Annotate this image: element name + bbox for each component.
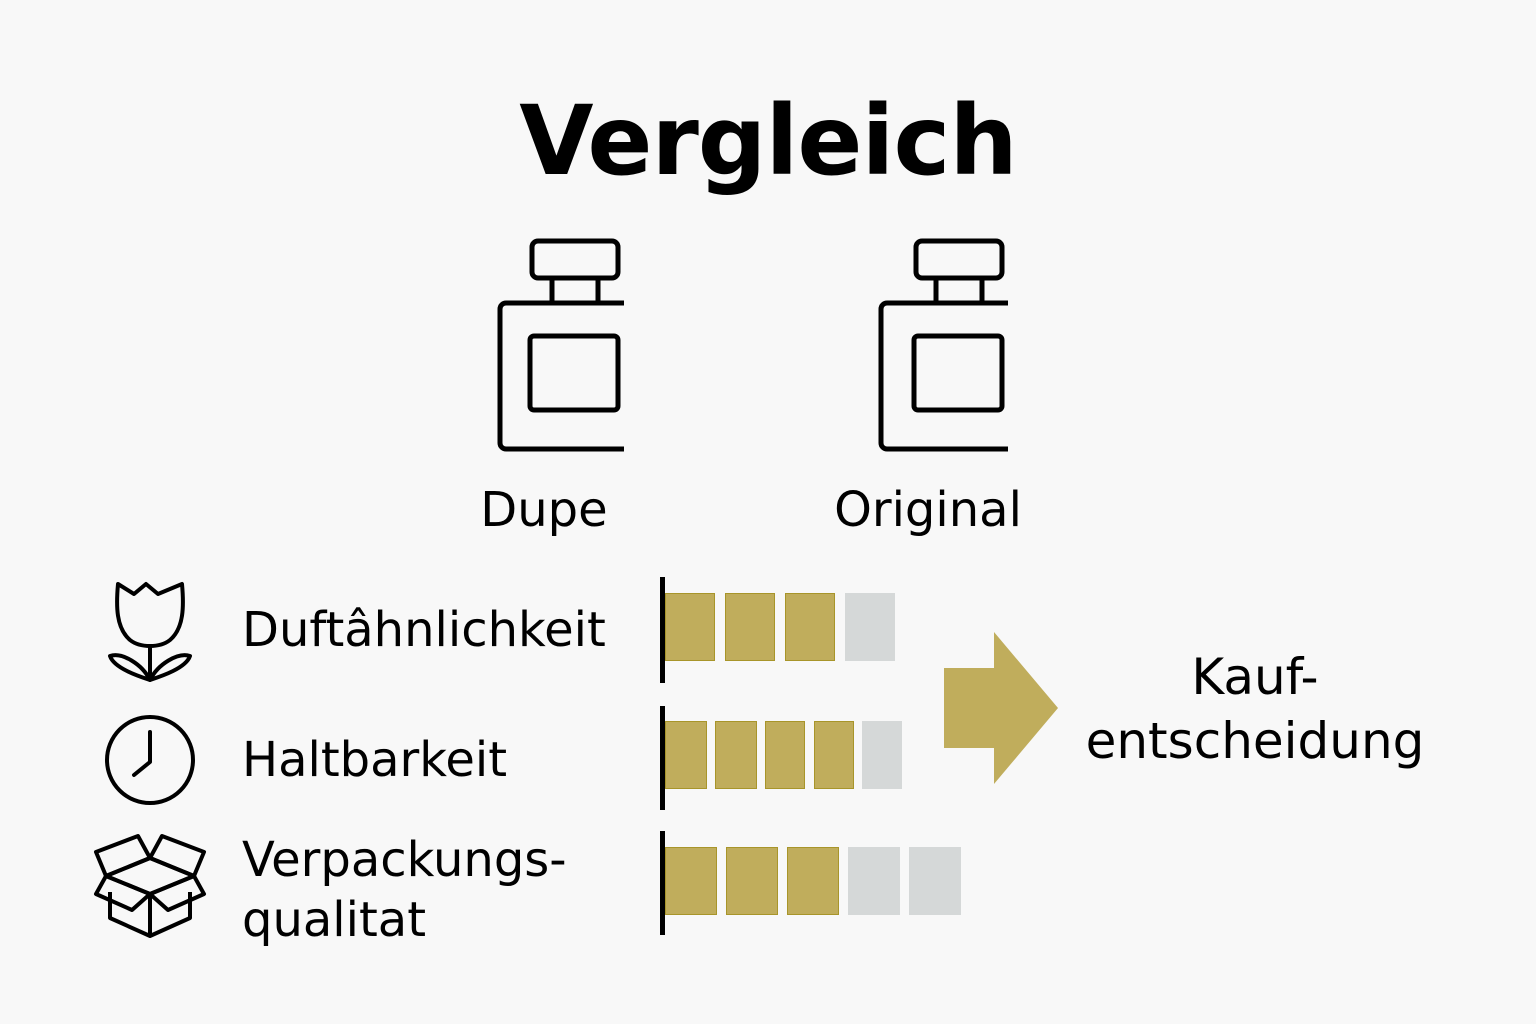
rating-bar-duftaehnlichkeit [665, 593, 905, 661]
rating-segment-filled [814, 721, 854, 789]
criterion-label: Haltbarkeit [242, 732, 508, 788]
clock-icon [105, 715, 195, 805]
axis-line [660, 831, 665, 935]
outcome-label-line1: Kauf- [1191, 648, 1319, 706]
rating-segment-empty [909, 847, 961, 915]
arrow-right-icon [944, 632, 1058, 784]
rating-segment-filled [665, 593, 715, 661]
rating-bar-verpackungsqualitaet [665, 847, 971, 915]
rating-segment-filled [765, 721, 805, 789]
rating-segment-filled [787, 847, 839, 915]
perfume-bottle-icon [497, 238, 624, 452]
rating-segment-filled [725, 593, 775, 661]
rating-segment-filled [665, 721, 707, 789]
product-label: Original [834, 482, 1022, 538]
outcome-label-line2: entscheidung [1085, 712, 1425, 770]
rating-segment-empty [848, 847, 900, 915]
rating-segment-filled [665, 847, 717, 915]
axis-line [660, 706, 665, 810]
open-box-icon [94, 834, 206, 938]
rating-segment-filled [715, 721, 757, 789]
rating-bar-haltbarkeit [665, 721, 912, 789]
criterion-label: Duftâhnlichkeit [242, 602, 606, 658]
perfume-bottle-icon [878, 238, 1008, 452]
tulip-icon [108, 582, 192, 682]
rating-segment-empty [845, 593, 895, 661]
criterion-label-line1: Verpackungs- [242, 832, 567, 888]
page-title: Vergleich [519, 85, 1017, 197]
product-label: Dupe [480, 482, 608, 538]
product-dupe: Dupe [434, 236, 654, 538]
product-original: Original [818, 236, 1038, 538]
outcome-label: Kauf- entscheidung [1070, 645, 1440, 773]
rating-segment-filled [785, 593, 835, 661]
criterion-label: Verpackungs- qualitat [242, 830, 567, 950]
rating-segment-empty [862, 721, 902, 789]
criterion-label-line2: qualitat [242, 892, 427, 948]
axis-line [660, 577, 665, 683]
rating-segment-filled [726, 847, 778, 915]
